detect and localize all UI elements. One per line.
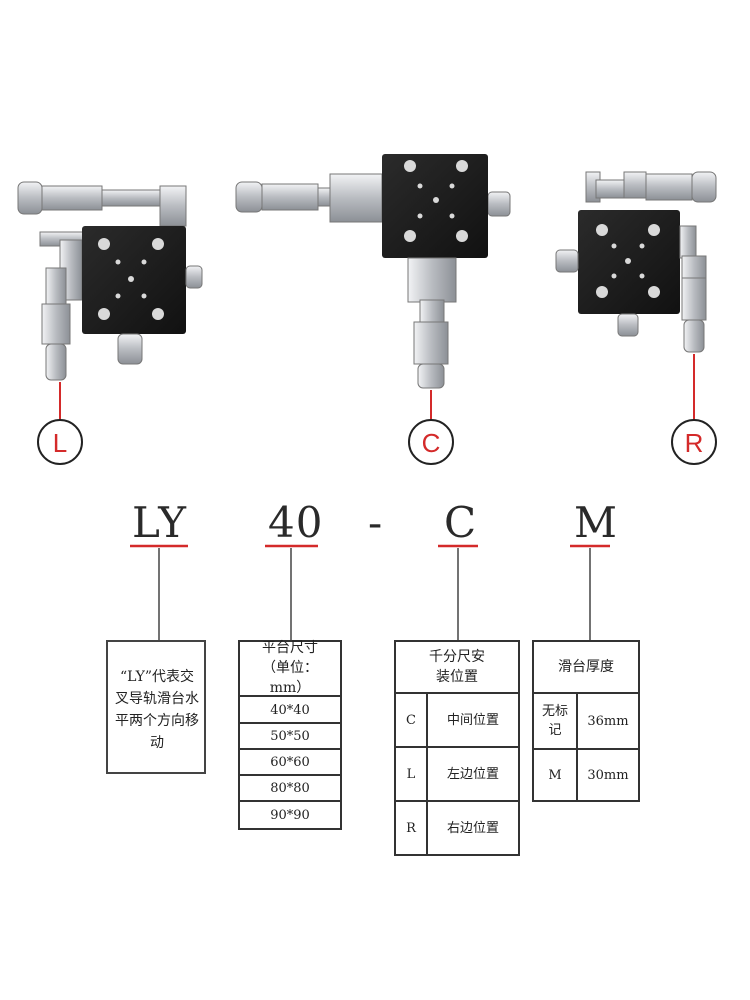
position-table-header: 千分尺安装位置	[394, 640, 520, 694]
badge-center-label: C	[422, 428, 441, 458]
badge-center: C	[408, 419, 454, 465]
badge-left-label: L	[53, 428, 67, 458]
badge-right-label: R	[685, 428, 704, 458]
series-description-box: “LY”代表交叉导轨滑台水平两个方向移动	[106, 640, 206, 774]
code-size: 40	[268, 498, 324, 547]
position-label: 右边位置	[426, 800, 520, 856]
size-row: 50*50	[238, 722, 342, 750]
badge-right: R	[671, 419, 717, 465]
stage-right-variant	[555, 171, 717, 420]
size-table: 平台尺寸（单位：mm） 40*40 50*50 60*60 80*80 90*9…	[238, 640, 342, 830]
thickness-value: 36mm	[576, 692, 640, 750]
thickness-code: 无标记	[532, 692, 578, 750]
position-table: 千分尺安装位置 C 中间位置 L 左边位置 R 右边位置	[394, 640, 520, 856]
code-dash: -	[368, 498, 384, 547]
stage-center-variant	[235, 154, 511, 420]
thickness-table: 滑台厚度 无标记 36mm M 30mm	[532, 640, 640, 802]
size-row: 90*90	[238, 800, 342, 830]
code-connectors	[130, 544, 610, 640]
size-row: 60*60	[238, 748, 342, 776]
code-position: C	[444, 498, 478, 547]
position-label: 中间位置	[426, 692, 520, 748]
thickness-table-header: 滑台厚度	[532, 640, 640, 694]
size-row: 40*40	[238, 696, 342, 724]
thickness-value: 30mm	[576, 748, 640, 802]
series-description-text: “LY”代表交叉导轨滑台水平两个方向移动	[115, 669, 199, 751]
badge-left: L	[37, 419, 83, 465]
size-table-header: 平台尺寸（单位：mm）	[238, 640, 342, 696]
position-code: L	[394, 746, 428, 802]
position-code: C	[394, 692, 428, 748]
thickness-code: M	[532, 748, 578, 802]
code-series: LY	[132, 498, 187, 547]
position-label: 左边位置	[426, 746, 520, 802]
stage-left-variant	[17, 181, 203, 422]
size-row: 80*80	[238, 774, 342, 802]
product-illustrations: L C R	[17, 154, 717, 465]
position-code: R	[394, 800, 428, 856]
code-thickness: M	[574, 498, 619, 547]
